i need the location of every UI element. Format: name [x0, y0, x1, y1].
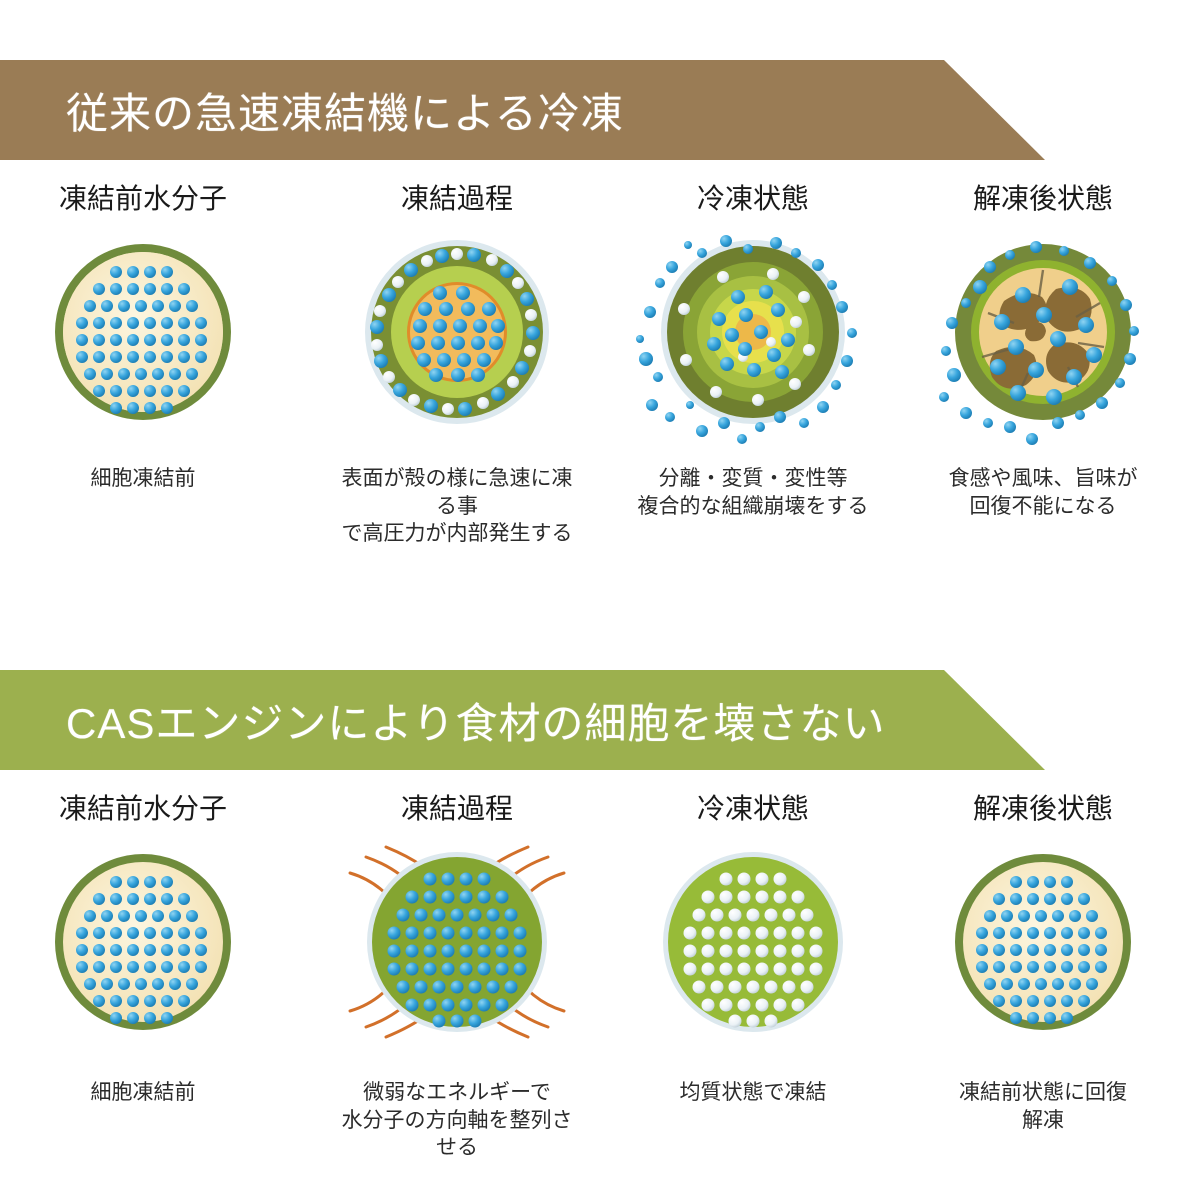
column-caption: 食感や風味、旨味が 回復不能になる — [948, 467, 1138, 518]
internal-water-molecules — [707, 285, 795, 379]
column-caption: 細胞凍結前 — [90, 467, 196, 490]
column-conventional-freezing: 凍結過程 — [332, 185, 582, 548]
trapped-ice — [678, 268, 815, 406]
diagram-cas-thawed — [918, 837, 1168, 1069]
column-title: 解凍後状態 — [972, 183, 1113, 214]
column-cas-thawed: 解凍後状態 — [918, 795, 1168, 1134]
water-molecule-grid — [76, 266, 207, 414]
column-cell-before-freeze-cas: 凍結前水分子 — [18, 795, 268, 1107]
water-molecule-grid — [76, 876, 207, 1024]
column-title: 解凍後状態 — [972, 793, 1113, 824]
section-banner-cas: CASエンジンにより食材の細胞を壊さない — [0, 670, 1045, 770]
shell-ice-crystals — [371, 248, 537, 415]
column-cas-freezing: 凍結過程 — [332, 795, 582, 1162]
column-caption: 細胞凍結前 — [90, 1081, 196, 1104]
banner-title-conventional: 従来の急速凍結機による冷凍 — [66, 89, 624, 137]
diagram-cas-frozen — [628, 837, 878, 1069]
column-title: 凍結前水分子 — [58, 793, 227, 824]
column-caption: 分離・変質・変性等 複合的な組織崩壊をする — [637, 467, 869, 518]
diagram-conventional-freezing — [332, 227, 582, 459]
uniform-ice-crystals — [683, 872, 823, 1028]
column-caption: 表面が殻の様に急速に凍る事 で高圧力が内部発生する — [341, 467, 573, 546]
column-caption: 均質状態で凍結 — [679, 1081, 827, 1104]
column-conventional-frozen: 冷凍状態 — [628, 185, 878, 520]
escaping-water-droplets — [636, 235, 857, 444]
diagram-conventional-frozen — [628, 227, 878, 459]
shell-water-molecules — [370, 248, 540, 416]
column-caption: 微弱なエネルギーで 水分子の方向軸を整列させる — [341, 1081, 573, 1160]
column-title: 冷凍状態 — [696, 793, 809, 824]
aligned-water-molecules — [387, 872, 527, 1028]
diagram-cas-freezing — [332, 837, 582, 1069]
banner-title-cas: CASエンジンにより食材の細胞を壊さない — [66, 699, 886, 747]
column-title: 凍結前水分子 — [58, 183, 227, 214]
column-title: 凍結過程 — [400, 183, 513, 214]
column-cas-frozen: 冷凍状態 — [628, 795, 878, 1107]
section-banner-conventional: 従来の急速凍結機による冷凍 — [0, 60, 1045, 160]
column-title: 冷凍状態 — [696, 183, 809, 214]
inner-water-molecules — [411, 286, 505, 382]
restored-water-molecule-grid — [976, 876, 1107, 1024]
diagram-cell-before-freeze — [18, 227, 268, 459]
column-cell-before-freeze-conventional: 凍結前水分子 — [18, 185, 268, 493]
column-caption: 凍結前状態に回復 解凍 — [959, 1081, 1127, 1132]
diagram-conventional-thawed — [918, 227, 1168, 459]
column-title: 凍結過程 — [400, 793, 513, 824]
leaked-water-molecules — [939, 241, 1139, 445]
column-conventional-thawed: 解凍後状態 — [918, 185, 1168, 520]
diagram-cell-before-freeze-cas — [18, 837, 268, 1069]
